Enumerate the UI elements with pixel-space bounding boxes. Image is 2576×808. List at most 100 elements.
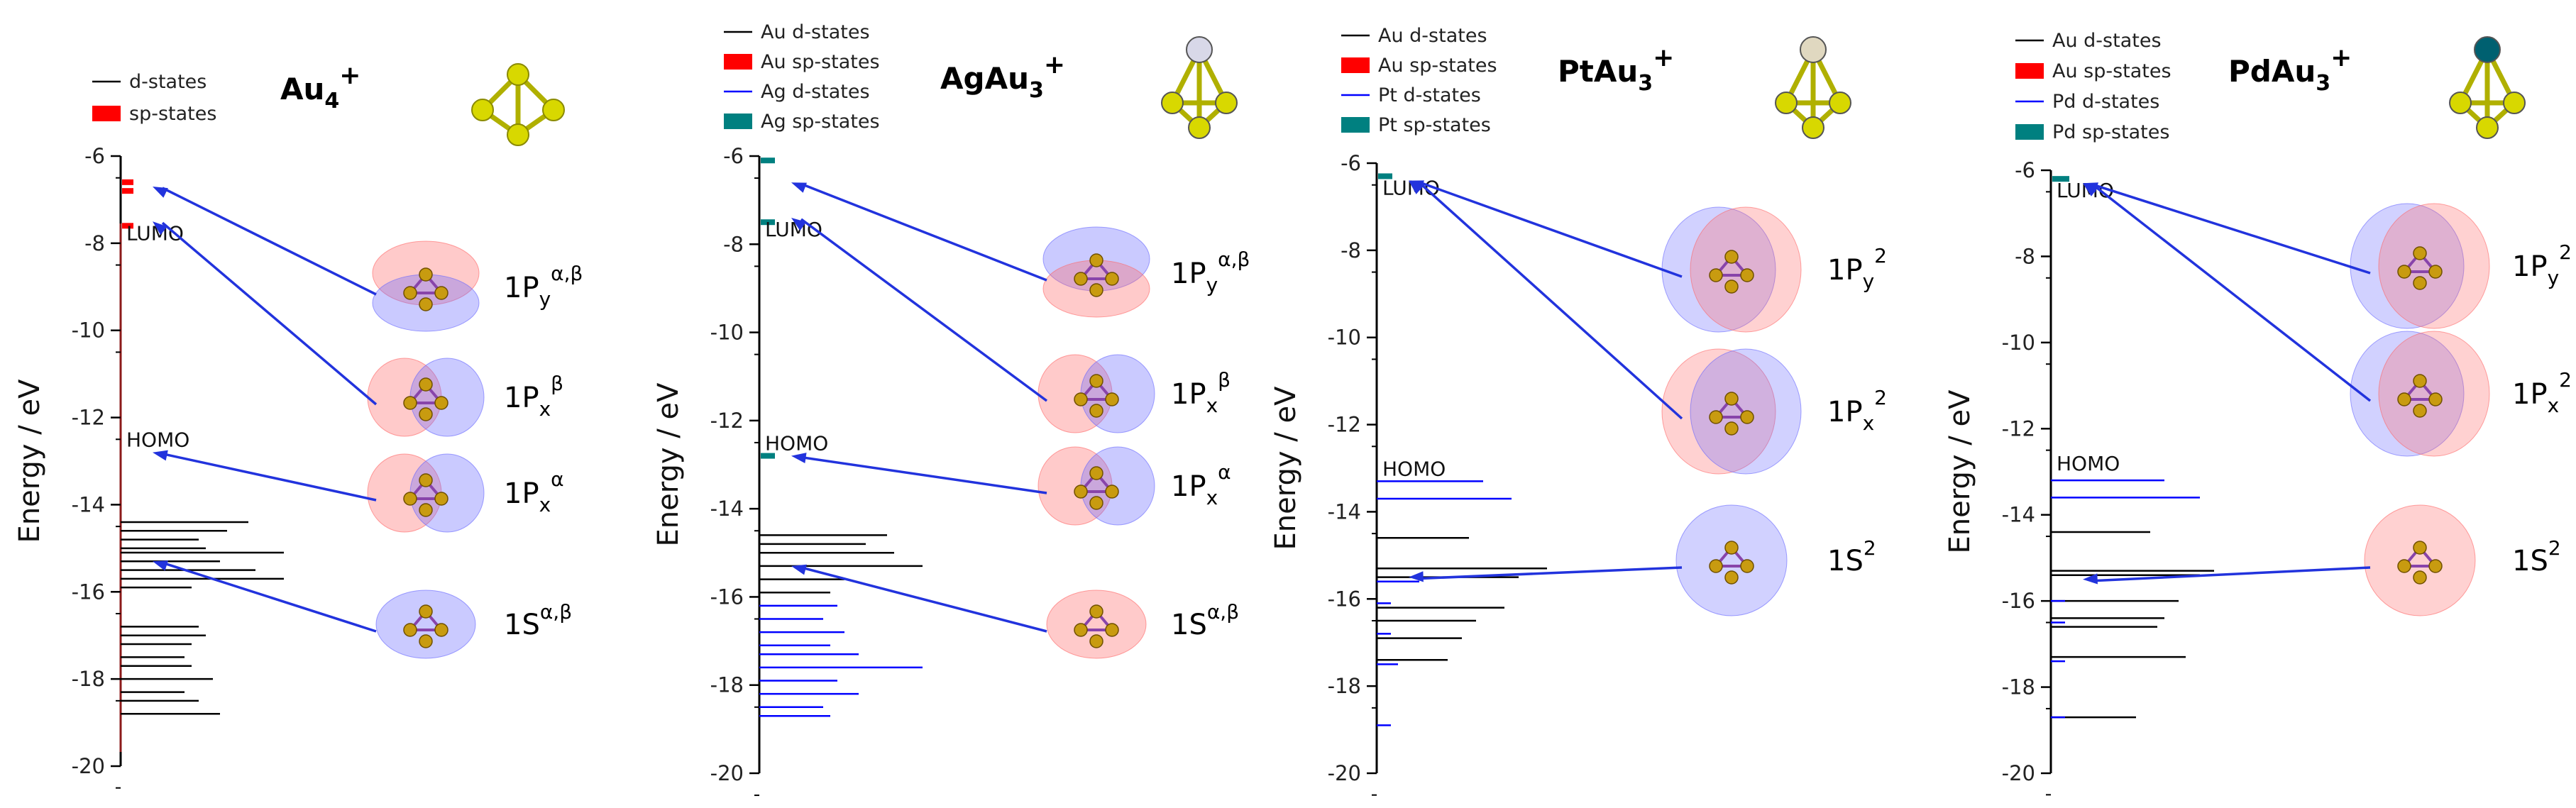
cluster-atom (1709, 559, 1723, 573)
orbital-label-sup: β (551, 372, 563, 395)
orbital-label-sup: α (551, 467, 563, 491)
orbital-label: 1Pyα,β (504, 262, 583, 311)
orbital-label-sub: x (1206, 394, 1218, 417)
legend-label: Au sp-states (761, 51, 880, 73)
orbital-isosurface (372, 240, 480, 332)
orbital-label-sub: y (539, 287, 551, 311)
cluster-atom (1074, 623, 1088, 637)
orbital-label-base: 1P (2512, 378, 2548, 411)
molecule-atom (2476, 116, 2499, 139)
orbital-arrow (1418, 180, 1683, 278)
cluster-atom (419, 407, 433, 421)
cluster-atom (2428, 265, 2443, 279)
y-tick-label: -16 (72, 580, 105, 604)
orbital-label-sup: α,β (540, 600, 572, 624)
y-tick-label: -12 (2002, 416, 2035, 441)
legend-label: Pt d-states (1378, 84, 1481, 106)
cluster-structure-icon (1161, 36, 1238, 139)
molecule-atom (1161, 92, 1184, 114)
cluster-atom (419, 297, 433, 311)
y-tick-label: -12 (1328, 413, 1361, 437)
y-tick-label: -10 (2002, 331, 2035, 355)
cluster-atom (403, 492, 417, 506)
cluster-atom (2413, 246, 2427, 260)
cluster-structure-icon (471, 63, 565, 146)
panel-title: Au4+ (280, 61, 360, 114)
orbital-label-sub: x (539, 493, 551, 516)
cluster-atom (2397, 392, 2411, 406)
orbital-isosurface (2364, 504, 2476, 616)
orbital-label-base: 1P (504, 477, 539, 510)
orbital-label-sup: α,β (1207, 600, 1239, 624)
panel-title: PdAu3+ (2228, 43, 2352, 96)
cluster-structure-icon (1775, 36, 1851, 139)
cluster-atom (1074, 392, 1088, 406)
y-tick-label: -20 (1328, 761, 1361, 785)
orbital-lobe (409, 358, 485, 437)
orbital-arrow (2091, 183, 2372, 402)
orbital-lobe (409, 453, 485, 533)
orbital-lobe (1080, 354, 1155, 433)
molecule-atom (1829, 92, 1851, 114)
sp-state-level (122, 179, 133, 185)
orbital-isosurface (1661, 206, 1802, 333)
legend-label: sp-states (129, 103, 216, 125)
molecule-atom (1186, 36, 1213, 63)
title-sup: + (1653, 43, 1674, 72)
lumo-label: LUMO (1382, 177, 1440, 200)
cluster-atom (1740, 559, 1754, 573)
cluster-atom (1089, 466, 1103, 480)
title-main: PtAu (1558, 54, 1638, 89)
orbital-label: 1Pxβ (1171, 368, 1231, 417)
orbital-isosurface (2350, 331, 2490, 457)
orbital-label-base: 1S (1827, 545, 1864, 577)
homo-label: HOMO (1382, 457, 1446, 480)
cluster-atom (2413, 404, 2427, 418)
cluster-atom (1105, 485, 1119, 499)
cluster-atom (1105, 272, 1119, 286)
cluster-atom (1089, 404, 1103, 418)
legend-label: Pt sp-states (1378, 114, 1491, 136)
cluster-atom (2413, 374, 2427, 388)
molecule-atom (1800, 36, 1827, 63)
orbital-label-sub: x (2548, 394, 2560, 417)
y-tick-label: -6 (84, 144, 105, 168)
panel-title: PtAu3+ (1558, 43, 1674, 96)
legend-swatch-box (2015, 63, 2044, 79)
cluster-atom (1074, 272, 1088, 286)
orbital-label: 1Px2 (1827, 386, 1887, 435)
panel-title: AgAu3+ (940, 50, 1065, 103)
cluster-structure-icon (2449, 36, 2526, 139)
cluster-atom (1724, 541, 1739, 555)
cluster-atom (2428, 392, 2443, 406)
orbital-lobe (1080, 446, 1155, 526)
title-sup: + (1044, 50, 1065, 79)
cluster-atom (403, 286, 417, 300)
orbital-isosurface (375, 590, 476, 659)
orbital-label-sub: x (1863, 411, 1875, 435)
legend-label: Pd d-states (2052, 91, 2159, 113)
legend-swatch-box (1341, 57, 1370, 73)
molecule-atom (507, 123, 529, 146)
title-sub: 3 (1029, 78, 1044, 103)
sp-state-level (761, 157, 775, 164)
cluster-atom (419, 377, 433, 392)
orbital-isosurface (367, 358, 485, 437)
orbital-label-sup: β (1218, 368, 1231, 392)
y-tick-label: -8 (2015, 244, 2035, 268)
orbital-label: 1Pyα,β (1171, 248, 1250, 297)
orbital-label-base: 1P (1171, 470, 1206, 503)
orbital-arrow (162, 187, 377, 296)
cluster-atom (1740, 410, 1754, 424)
cluster-atom (1740, 268, 1754, 282)
orbital-arrow (162, 561, 377, 633)
cluster-atom (1724, 570, 1739, 585)
title-sub: 4 (324, 89, 339, 114)
cluster-atom (419, 267, 433, 282)
orbital-isosurface (1675, 504, 1788, 616)
orbital-arrowhead (791, 564, 807, 575)
y-tick-label: -14 (710, 497, 744, 521)
orbital-lobe (1046, 590, 1147, 659)
molecule-atom (1215, 92, 1238, 114)
